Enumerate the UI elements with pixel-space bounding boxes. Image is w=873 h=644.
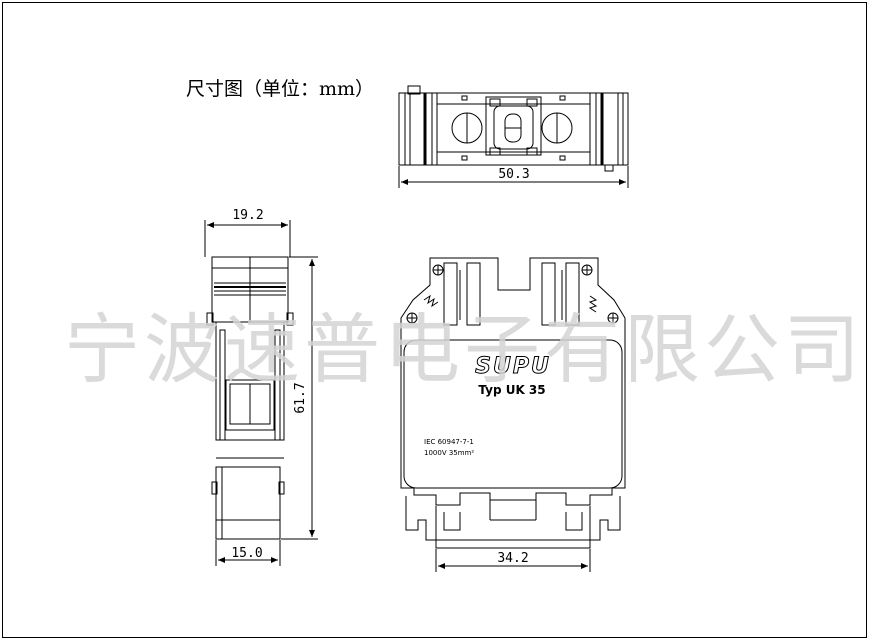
- drawing-border: [2, 2, 867, 638]
- top-width-dimension: [398, 166, 629, 188]
- dim-side-bottom: 15.0: [231, 546, 262, 561]
- brand-logo: SUPU: [475, 354, 551, 379]
- dim-front-rail: 34.2: [497, 551, 528, 566]
- drawing-title: 尺寸图（单位：mm）: [186, 78, 375, 100]
- dim-side-height: 61.7: [293, 382, 308, 413]
- front-view: [400, 257, 626, 549]
- rating-label: 1000V 35mm²: [424, 449, 474, 457]
- side-view: [206, 256, 294, 540]
- type-label: Typ UK 35: [478, 383, 545, 397]
- top-view: [398, 85, 629, 172]
- standard-label: IEC 60947-7-1: [424, 438, 474, 446]
- watermark-text: 宁波速普电子有限公司: [64, 305, 864, 394]
- dim-top-width: 50.3: [498, 167, 529, 182]
- front-rail-dimension: [435, 549, 591, 572]
- side-dimensions: [204, 220, 318, 566]
- dim-side-depth: 19.2: [232, 208, 263, 223]
